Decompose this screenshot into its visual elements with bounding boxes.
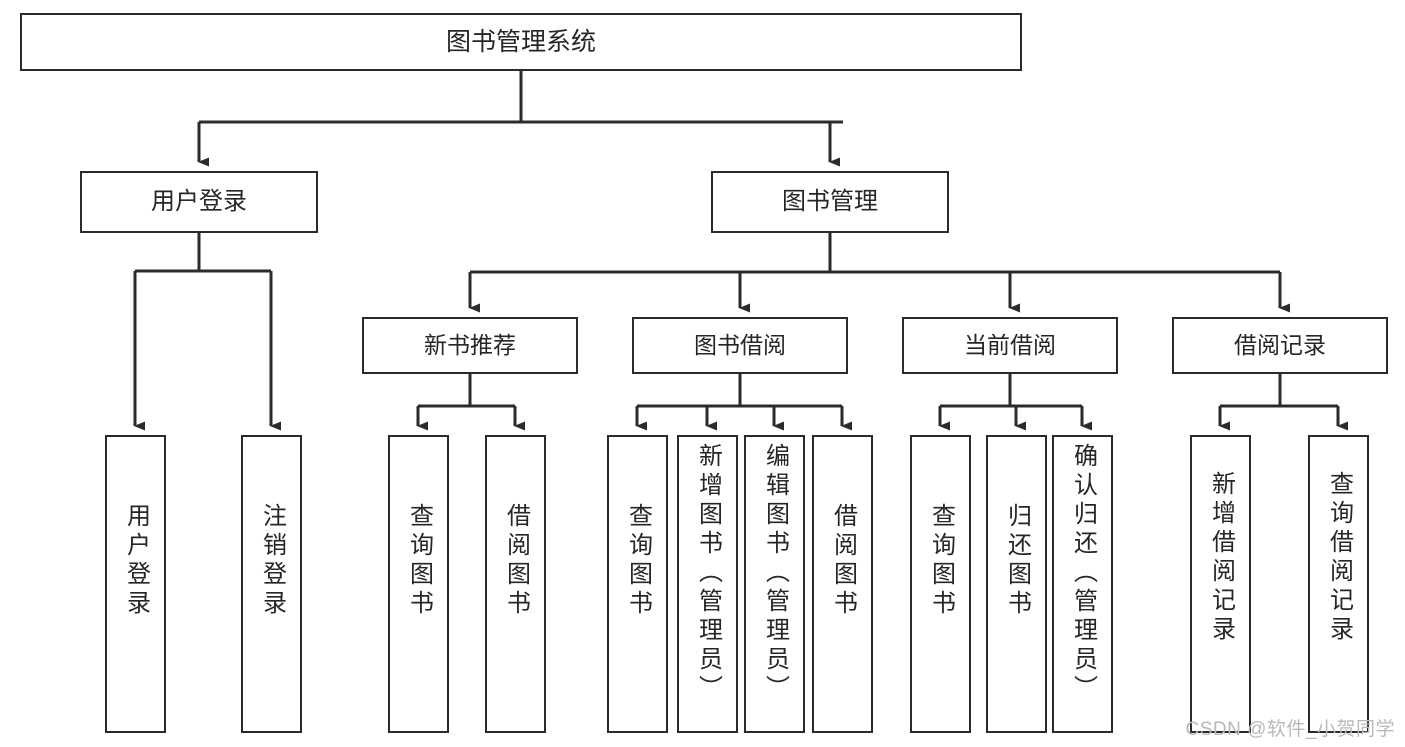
node-leaf-query-books-recommend[interactable]: 查询图书 — [388, 435, 449, 733]
node-label: 查询图书 — [624, 503, 652, 619]
node-leaf-query-borrow-record[interactable]: 查询借阅记录 — [1308, 435, 1369, 733]
node-new-book-recommend[interactable]: 新书推荐 — [362, 317, 578, 374]
node-leaf-confirm-return-admin[interactable]: 确认归还（管理员） — [1052, 435, 1113, 733]
node-label: 新增借阅记录 — [1207, 471, 1235, 645]
node-label: 当前借阅 — [964, 332, 1056, 358]
node-label: 新增图书（管理员） — [694, 443, 722, 704]
node-leaf-add-borrow-record[interactable]: 新增借阅记录 — [1190, 435, 1251, 733]
node-leaf-return-books[interactable]: 归还图书 — [986, 435, 1047, 733]
node-current-borrow[interactable]: 当前借阅 — [902, 317, 1118, 374]
node-leaf-borrow-books-recommend[interactable]: 借阅图书 — [485, 435, 546, 733]
node-label: 图书管理系统 — [445, 27, 596, 56]
node-book-borrow[interactable]: 图书借阅 — [632, 317, 848, 374]
node-label: 借阅记录 — [1234, 332, 1326, 358]
node-label: 确认归还（管理员） — [1069, 443, 1097, 704]
node-leaf-edit-book-admin[interactable]: 编辑图书（管理员） — [744, 435, 805, 733]
node-label: 图书借阅 — [694, 332, 786, 358]
node-borrow-records[interactable]: 借阅记录 — [1172, 317, 1388, 374]
node-label: 借阅图书 — [829, 503, 857, 619]
node-leaf-borrow-books-borrow[interactable]: 借阅图书 — [812, 435, 873, 733]
node-user-login[interactable]: 用户登录 — [80, 171, 318, 233]
node-label: 查询图书 — [405, 503, 433, 619]
node-label: 借阅图书 — [502, 503, 530, 619]
node-label: 注销登录 — [258, 503, 286, 619]
node-book-management[interactable]: 图书管理 — [711, 171, 949, 233]
node-leaf-add-book-admin[interactable]: 新增图书（管理员） — [677, 435, 738, 733]
node-label: 查询借阅记录 — [1325, 471, 1353, 645]
node-label: 用户登录 — [122, 503, 150, 619]
node-leaf-logout[interactable]: 注销登录 — [241, 435, 302, 733]
node-leaf-query-books-borrow[interactable]: 查询图书 — [607, 435, 668, 733]
node-label: 归还图书 — [1003, 503, 1031, 619]
node-label: 查询图书 — [927, 503, 955, 619]
node-label: 编辑图书（管理员） — [761, 443, 789, 704]
node-label: 用户登录 — [151, 188, 247, 215]
node-root-book-management-system[interactable]: 图书管理系统 — [20, 13, 1022, 71]
node-label: 图书管理 — [782, 188, 878, 215]
node-label: 新书推荐 — [424, 332, 516, 358]
watermark-text: CSDN @软件_小贺同学 — [1185, 719, 1395, 740]
node-leaf-user-login[interactable]: 用户登录 — [105, 435, 166, 733]
node-leaf-query-books-current[interactable]: 查询图书 — [910, 435, 971, 733]
